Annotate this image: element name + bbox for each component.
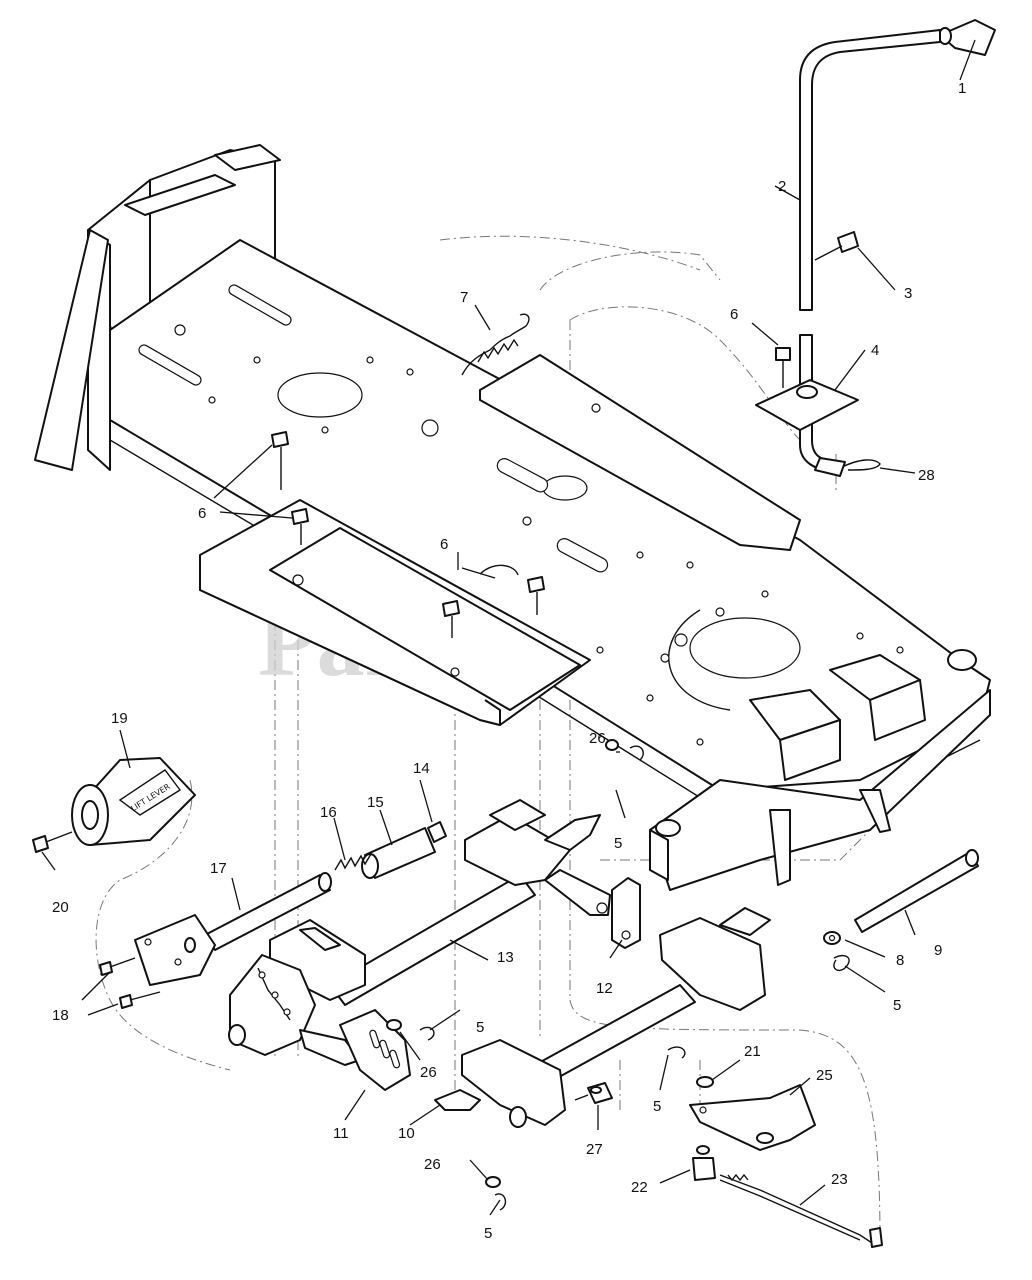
callout-8: 8	[896, 952, 904, 969]
callout-26-lower: 26	[424, 1156, 441, 1173]
callout-5-middle: 5	[476, 1019, 484, 1036]
callout-6-handle: 6	[730, 306, 738, 323]
callout-16: 16	[320, 804, 337, 821]
rod-and-hardware	[386, 739, 979, 1211]
callout-26-middle: 26	[420, 1064, 437, 1081]
callout-12: 12	[596, 980, 613, 997]
callout-4: 4	[871, 342, 879, 359]
callout-9: 9	[934, 942, 942, 959]
callout-5-right: 5	[893, 997, 901, 1014]
callout-23: 23	[831, 1171, 848, 1188]
callout-5-upper: 5	[614, 835, 622, 852]
callout-7: 7	[460, 289, 468, 306]
callout-28: 28	[918, 467, 935, 484]
callout-21: 21	[744, 1043, 761, 1060]
lift-lever-grip: LIFT LEVER	[32, 757, 196, 853]
callout-22: 22	[631, 1179, 648, 1196]
footboard	[199, 499, 591, 726]
callout-11: 11	[333, 1125, 349, 1142]
callout-19: 19	[111, 710, 128, 727]
callout-14: 14	[413, 760, 430, 777]
callout-17: 17	[210, 860, 227, 877]
callout-18: 18	[52, 1007, 69, 1024]
callout-6-left: 6	[198, 505, 206, 522]
callout-13: 13	[497, 949, 514, 966]
callout-10: 10	[398, 1125, 415, 1142]
callout-15: 15	[367, 794, 384, 811]
callout-3: 3	[904, 285, 912, 302]
callout-1: 1	[958, 80, 966, 97]
cable-assembly	[574, 1082, 883, 1248]
lift-handle-assembly	[755, 19, 996, 477]
callout-5-cable: 5	[653, 1098, 661, 1115]
main-frame	[34, 144, 991, 891]
callout-6-center: 6	[440, 536, 448, 553]
callout-25: 25	[816, 1067, 833, 1084]
callout-labels: 1 2 3 4 5 5 5 5 5 6 6 6 7 8 9 10 11 12 1…	[52, 80, 966, 1242]
callout-20: 20	[52, 899, 69, 916]
spring-and-bolts	[271, 313, 545, 638]
callout-2: 2	[778, 178, 786, 195]
callout-26-upper: 26	[589, 730, 606, 747]
callout-27: 27	[586, 1141, 603, 1158]
callout-5-bottom: 5	[484, 1225, 492, 1242]
leader-lines	[41, 39, 976, 1216]
